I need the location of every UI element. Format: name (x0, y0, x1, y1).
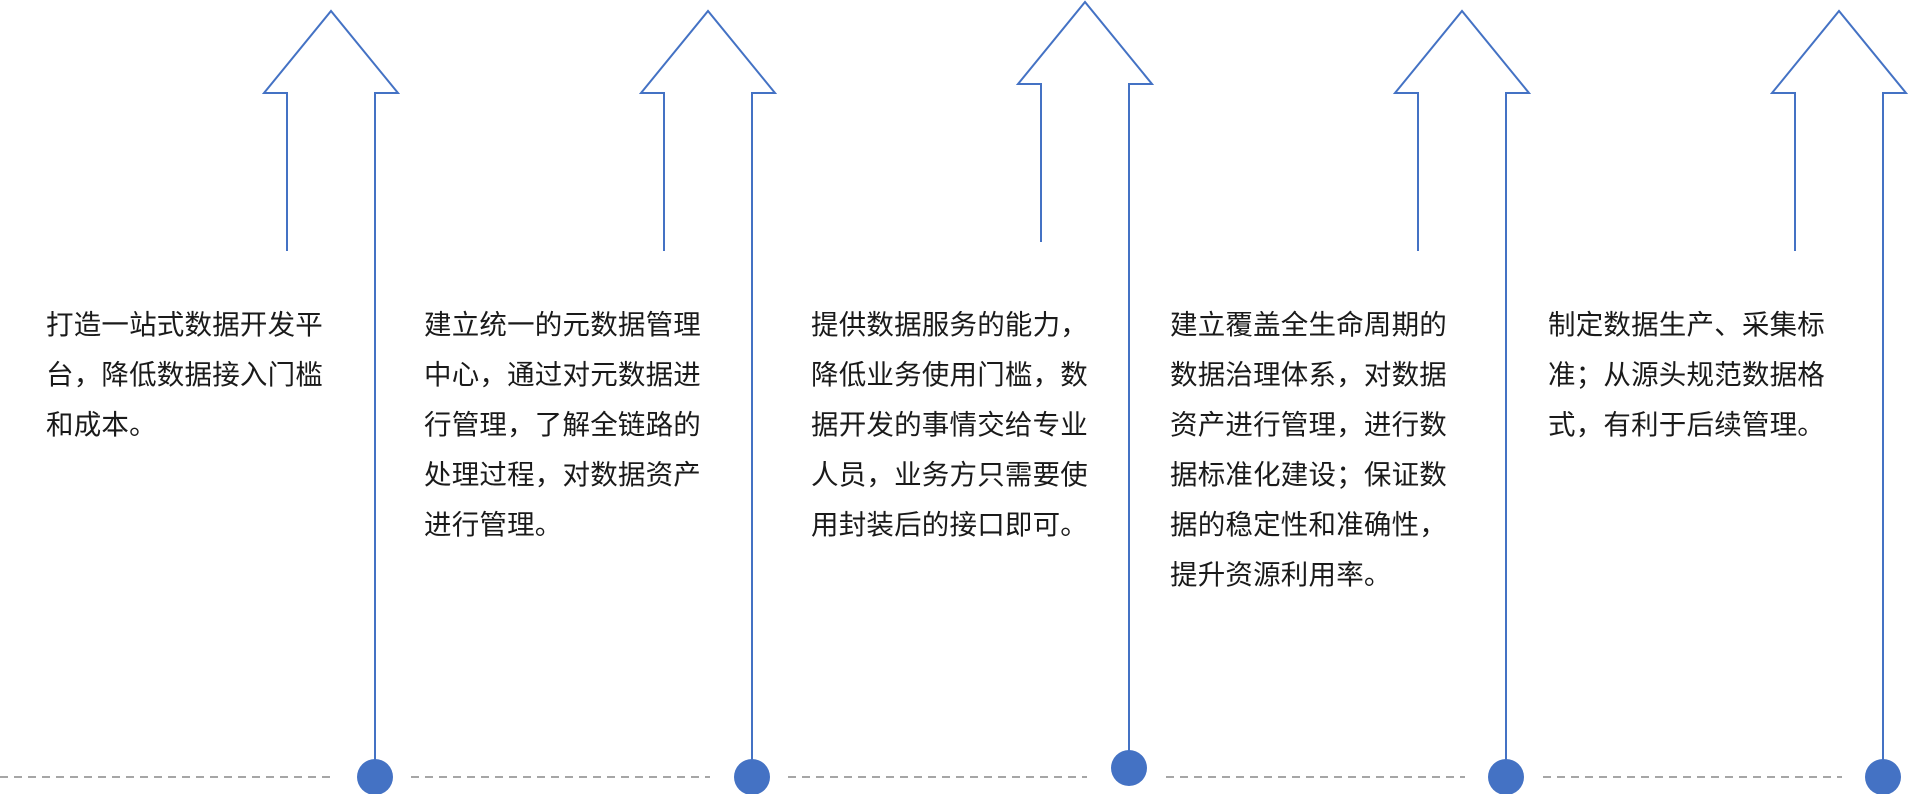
step-5-line: 准；从源头规范数据格 (1548, 359, 1825, 391)
arrows (261, 0, 1909, 777)
step-1-line: 打造一站式数据开发平 (46, 309, 323, 341)
step-4-line: 数据治理体系，对数据 (1170, 359, 1447, 391)
step-3-line: 据开发的事情交给专业 (811, 409, 1088, 441)
step-2-text: 建立统一的元数据管理 中心，通过对元数据进 行管理，了解全链路的 处理过程，对数… (424, 300, 724, 550)
step-2-line: 建立统一的元数据管理 (424, 309, 701, 341)
step-4-line: 提升资源利用率。 (1170, 559, 1392, 591)
up-arrow-5 (1769, 9, 1909, 777)
step-4-text: 建立覆盖全生命周期的 数据治理体系，对数据 资产进行管理，进行数 据标准化建设；… (1170, 300, 1470, 600)
timeline-dot-3 (1111, 750, 1147, 786)
step-5-line: 式，有利于后续管理。 (1548, 409, 1825, 441)
step-2-line: 进行管理。 (424, 509, 563, 541)
step-1-line: 台，降低数据接入门槛 (46, 359, 323, 391)
step-1-line: 和成本。 (46, 409, 157, 441)
up-arrow-4 (1392, 9, 1532, 777)
timeline-dot-1 (357, 759, 393, 794)
up-arrow-2 (638, 9, 778, 777)
step-2-line: 处理过程，对数据资产 (424, 459, 701, 491)
step-3-line: 提供数据服务的能力， (811, 309, 1088, 341)
step-2-line: 中心，通过对元数据进 (424, 359, 701, 391)
step-4-line: 资产进行管理，进行数 (1170, 409, 1447, 441)
timeline-dot-4 (1488, 759, 1524, 794)
up-arrow-3 (1015, 0, 1155, 768)
timeline-dots (357, 750, 1901, 794)
step-2-line: 行管理，了解全链路的 (424, 409, 701, 441)
step-4-line: 据的稳定性和准确性， (1170, 509, 1447, 541)
timeline-dot-2 (734, 759, 770, 794)
step-3-line: 降低业务使用门槛，数 (811, 359, 1088, 391)
timeline-dot-5 (1865, 759, 1901, 794)
step-3-line: 人员，业务方只需要使 (811, 459, 1088, 491)
step-5-text: 制定数据生产、采集标 准；从源头规范数据格 式，有利于后续管理。 (1548, 300, 1848, 450)
step-3-line: 用封装后的接口即可。 (811, 509, 1088, 541)
step-4-line: 据标准化建设；保证数 (1170, 459, 1447, 491)
step-1-text: 打造一站式数据开发平 台，降低数据接入门槛 和成本。 (46, 300, 346, 450)
step-4-line: 建立覆盖全生命周期的 (1170, 309, 1447, 341)
step-3-text: 提供数据服务的能力， 降低业务使用门槛，数 据开发的事情交给专业 人员，业务方只… (811, 300, 1111, 550)
up-arrow-1 (261, 9, 401, 777)
step-5-line: 制定数据生产、采集标 (1548, 309, 1825, 341)
